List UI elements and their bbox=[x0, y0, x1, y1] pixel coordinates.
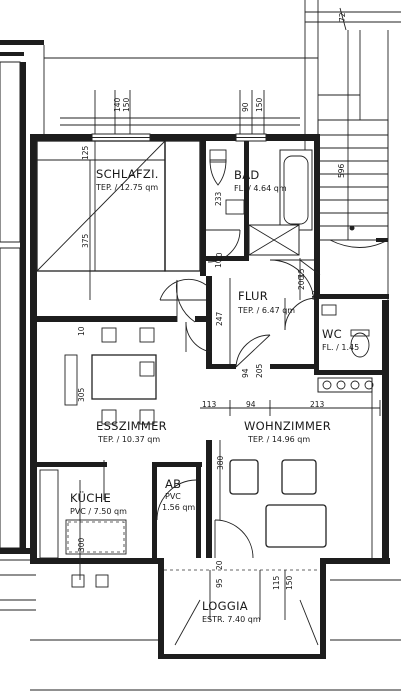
room-area-wohnzimmer: TEP. / 14.96 qm bbox=[247, 435, 310, 444]
room-label-bad: BAD FL. / 4.64 qm bbox=[234, 168, 287, 193]
room-label-schlafzimmer: SCHLAFZI. TEP. / 12.75 qm bbox=[95, 167, 159, 192]
room-name-wohnzimmer: WOHNZIMMER bbox=[244, 419, 331, 433]
dim-top-left-a: 140 bbox=[113, 97, 122, 112]
dim-top-left-b: 150 bbox=[122, 97, 131, 112]
room-name-bad: BAD bbox=[234, 168, 260, 182]
room-area-abstellraum: 1.56 qm bbox=[162, 503, 195, 512]
dim-loggia-95: 95 bbox=[215, 578, 224, 588]
room-floor-abstellraum: PVC bbox=[165, 492, 181, 501]
room-label-loggia: LOGGIA ESTR. 7.40 qm bbox=[202, 599, 261, 624]
dimension-lines bbox=[60, 90, 381, 620]
dim-stair-596: 596 bbox=[337, 163, 346, 178]
dim-hall-15: 15 bbox=[297, 268, 306, 278]
room-label-wc: WC FL. / 1.45 bbox=[322, 327, 359, 352]
dim-loggia-20: 20 bbox=[215, 560, 224, 570]
left-neighbour-walls bbox=[0, 40, 45, 611]
room-area-schlafzimmer: TEP. / 12.75 qm bbox=[95, 183, 158, 192]
upper-building-edge bbox=[44, 0, 401, 150]
room-area-wc: FL. / 1.45 bbox=[322, 343, 359, 352]
room-name-kueche: KÜCHE bbox=[70, 489, 111, 505]
room-label-flur: FLUR TEP. / 6.47 qm bbox=[237, 289, 295, 315]
dim-bath-10: 10 bbox=[214, 258, 223, 268]
dim-flur-94: 94 bbox=[241, 368, 250, 378]
dim-loggia-150: 150 bbox=[285, 575, 294, 590]
room-name-wc: WC bbox=[322, 327, 342, 341]
room-name-flur: FLUR bbox=[238, 289, 268, 303]
dim-bath-233: 233 bbox=[214, 191, 223, 206]
dim-wohn-380: 380 bbox=[216, 455, 225, 470]
room-area-esszimmer: TEP. / 10.37 qm bbox=[97, 435, 160, 444]
interior-walls bbox=[37, 141, 389, 558]
double-bed bbox=[36, 140, 166, 272]
dim-flur-205: 205 bbox=[255, 363, 264, 378]
dining-set bbox=[64, 327, 157, 425]
room-area-loggia: ESTR. 7.40 qm bbox=[202, 615, 261, 624]
dim-top-right-a: 90 bbox=[241, 102, 250, 112]
room-name-esszimmer: ESSZIMMER bbox=[96, 419, 167, 433]
room-area-kueche: PVC / 7.50 qm bbox=[70, 507, 127, 516]
room-name-abstellraum: AB bbox=[165, 477, 181, 491]
dim-span-213: 213 bbox=[310, 400, 325, 409]
dim-kueche-300: 300 bbox=[77, 537, 86, 552]
doors bbox=[156, 229, 318, 559]
staircase bbox=[317, 30, 389, 320]
dim-hall-200: 200 bbox=[297, 275, 306, 290]
dim-top-right-b: 150 bbox=[255, 97, 264, 112]
dim-ess-10: 10 bbox=[77, 326, 86, 336]
dim-corner-72: 72 bbox=[338, 12, 347, 22]
room-label-esszimmer: ESSZIMMER TEP. / 10.37 qm bbox=[96, 419, 167, 444]
dimension-labels: 140 150 90 150 125 375 233 10 596 247 10… bbox=[77, 12, 347, 590]
wc-fixtures bbox=[321, 304, 370, 358]
room-area-flur: TEP. / 6.47 qm bbox=[237, 306, 295, 315]
dim-bedroom-depth: 125 bbox=[81, 145, 90, 160]
outer-walls bbox=[30, 134, 390, 564]
dim-hall-72: 72 bbox=[311, 290, 320, 300]
dim-bedroom-diag: 375 bbox=[81, 233, 90, 248]
dim-span-113: 113 bbox=[202, 400, 217, 409]
dim-flur-10: 10 bbox=[215, 252, 224, 262]
dim-ess-305: 305 bbox=[77, 387, 86, 402]
loggia-area bbox=[30, 558, 401, 691]
dim-flur-247: 247 bbox=[215, 311, 224, 326]
room-label-wohnzimmer: WOHNZIMMER TEP. / 14.96 qm bbox=[244, 419, 331, 444]
room-name-loggia: LOGGIA bbox=[202, 599, 248, 613]
bath-fixtures bbox=[209, 149, 313, 256]
dim-span-94: 94 bbox=[246, 400, 256, 409]
room-name-schlafzimmer: SCHLAFZI. bbox=[96, 167, 159, 181]
room-area-bad: FL. / 4.64 qm bbox=[234, 184, 287, 193]
wardrobe bbox=[164, 140, 201, 272]
top-windows bbox=[91, 133, 267, 142]
kitchen-fixtures bbox=[39, 469, 127, 588]
living-furniture bbox=[229, 377, 374, 558]
room-label-kueche: KÜCHE PVC / 7.50 qm bbox=[70, 489, 127, 516]
dim-loggia-115: 115 bbox=[272, 575, 281, 590]
room-label-abstellraum: AB PVC 1.56 qm bbox=[162, 477, 195, 512]
